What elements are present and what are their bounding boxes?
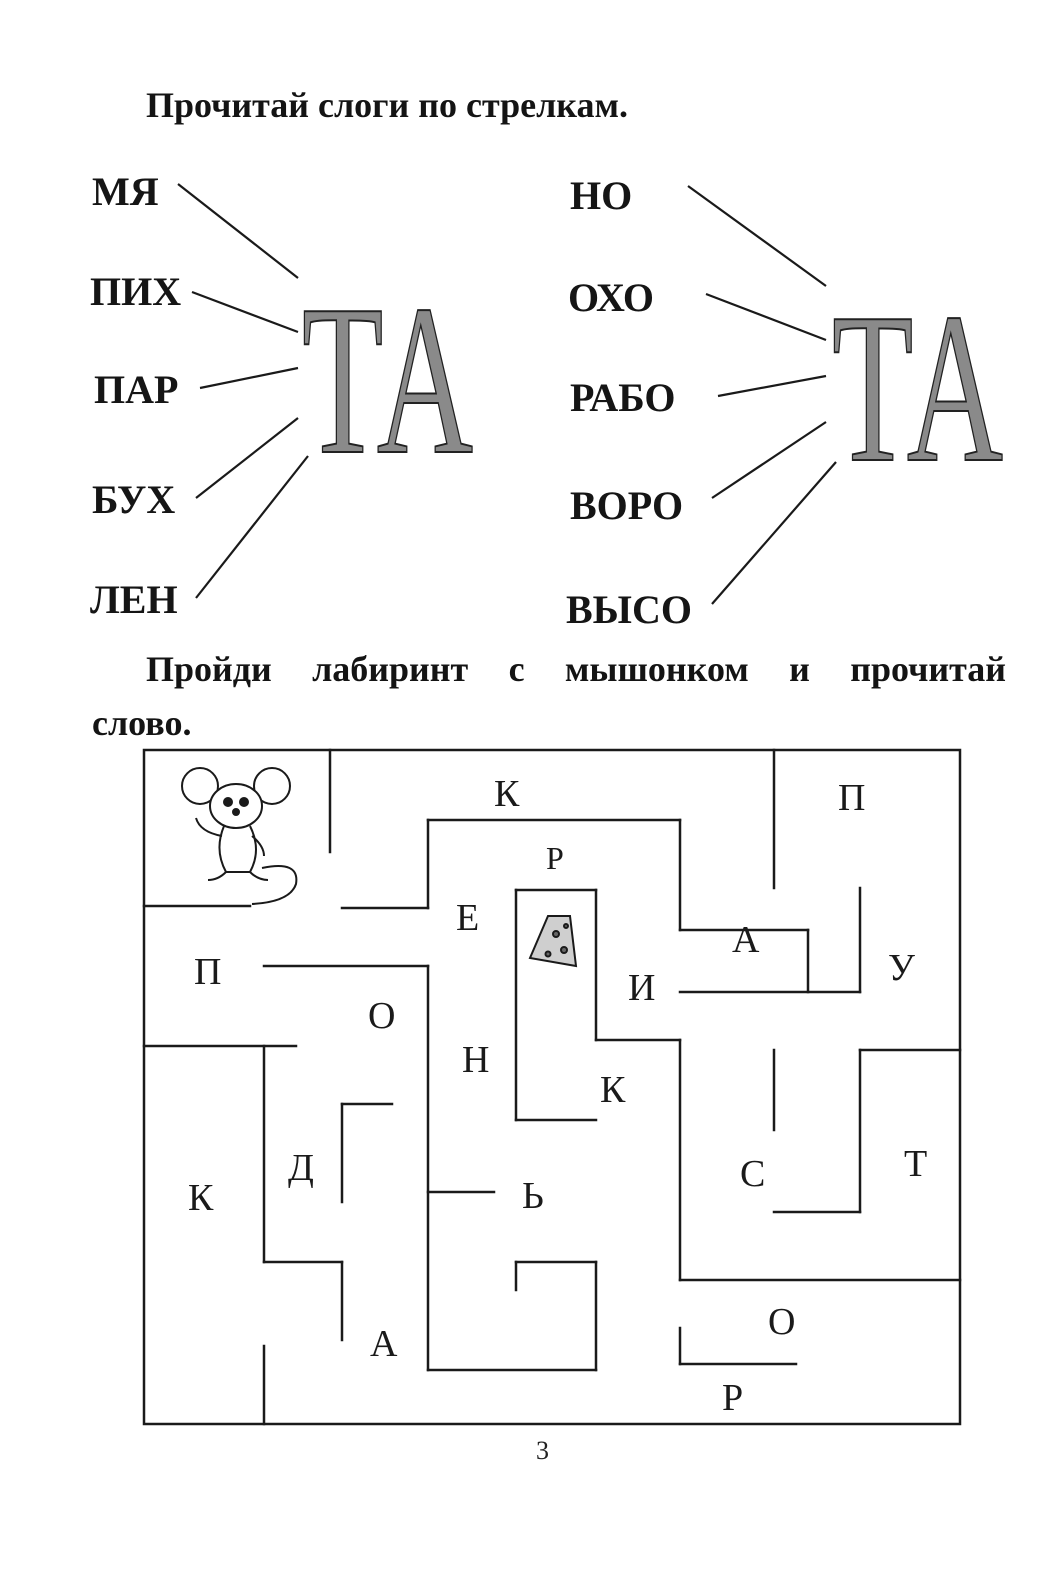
maze-letter: К xyxy=(600,1069,626,1111)
syllable-rabo: РАБО xyxy=(570,375,676,420)
page-number: 3 xyxy=(536,1436,549,1465)
maze-letter: С xyxy=(740,1153,766,1195)
maze-letter: И xyxy=(628,967,656,1009)
maze-letter: У xyxy=(888,947,915,989)
center-syllable-right: ТА xyxy=(831,268,1004,507)
syllable-vyso: ВЫСО xyxy=(566,587,692,632)
syllable-okho: ОХО xyxy=(568,275,654,320)
task2-heading-line2: слово. xyxy=(92,703,192,743)
task1-heading: Прочитай слоги по стрелкам. xyxy=(146,85,629,125)
mouse-icon xyxy=(181,767,298,905)
maze-letter: Д xyxy=(288,1147,314,1189)
maze-letter: Е xyxy=(456,897,480,939)
syllable-len: ЛЕН xyxy=(90,577,178,622)
task2-heading-line1: Пройди лабиринт с мышонком и прочитай xyxy=(146,649,1006,689)
maze-letter: Т xyxy=(904,1143,928,1185)
cheese-icon xyxy=(528,915,578,968)
maze-letter: А xyxy=(732,919,760,961)
syllable-no: НО xyxy=(570,173,633,218)
syllable-par: ПАР xyxy=(94,367,179,412)
maze-letter: О xyxy=(368,995,396,1037)
maze-letter: Ь xyxy=(522,1175,544,1217)
maze-letter: Р xyxy=(722,1377,744,1419)
maze-letter: К xyxy=(188,1177,214,1219)
center-syllable-left: ТА xyxy=(301,260,474,499)
maze-letter: О xyxy=(768,1301,796,1343)
syllable-bukh: БУХ xyxy=(92,477,176,522)
maze-letter: Н xyxy=(462,1039,490,1081)
maze-letter: П xyxy=(194,951,222,993)
syllable-voro: ВОРО xyxy=(570,483,684,528)
syllable-pikh: ПИХ xyxy=(90,269,182,314)
maze-letter: К xyxy=(494,773,520,815)
maze-letter: Р xyxy=(546,840,564,876)
syllable-mya: МЯ xyxy=(92,169,159,214)
maze-letter: П xyxy=(838,777,866,819)
maze-letter: А xyxy=(370,1323,398,1365)
